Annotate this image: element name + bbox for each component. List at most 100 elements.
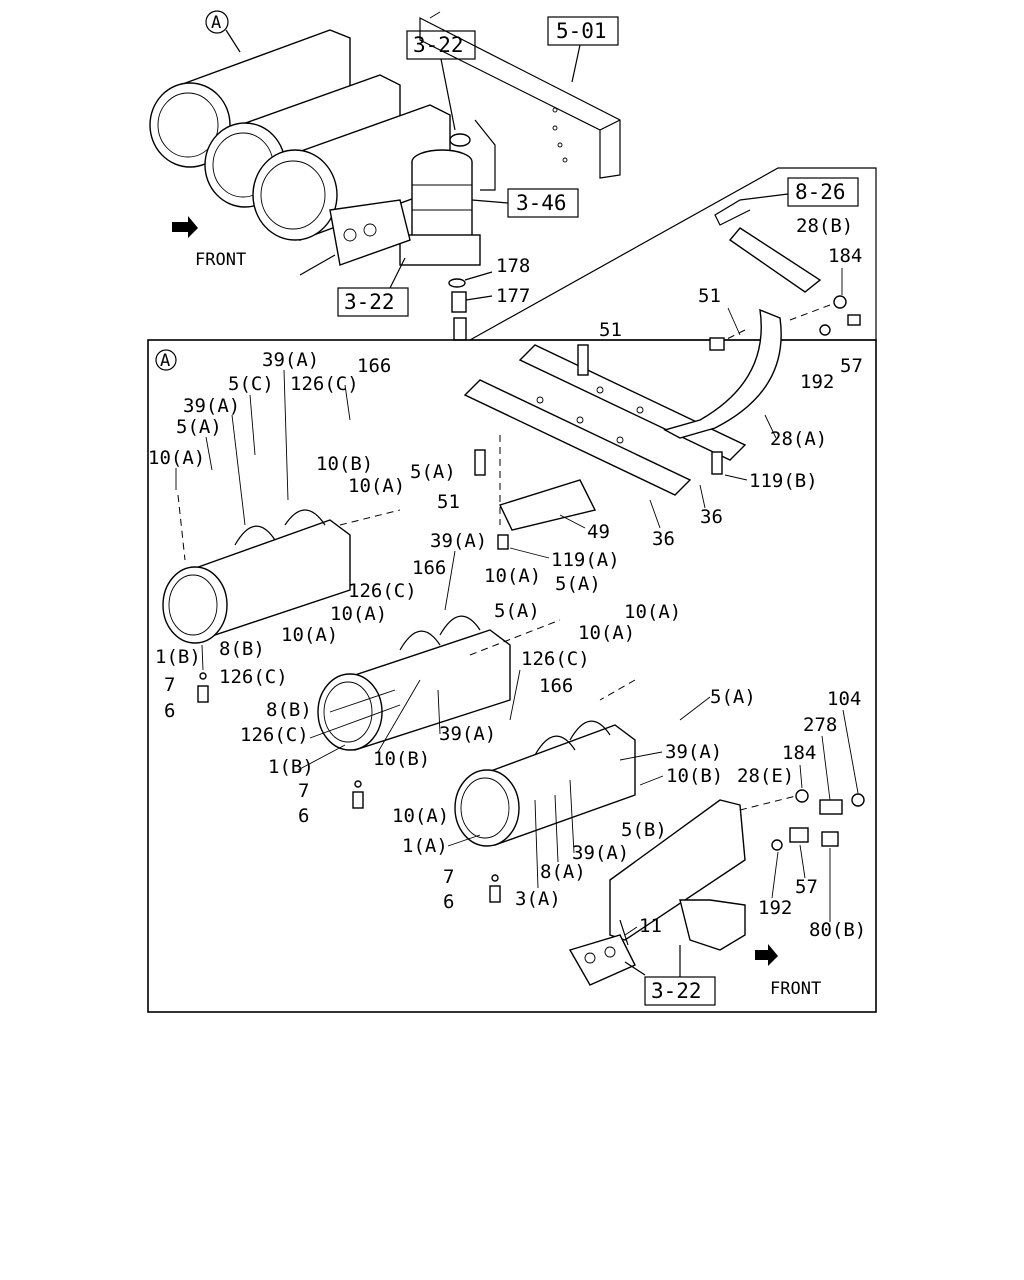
detail-labels: 39(A) 166 5(C) 126(C) 39(A) 5(A) 10(A) 1…: [148, 215, 866, 941]
label-10a-8: 10(A): [392, 805, 449, 827]
label-39a-4: 39(A): [439, 723, 496, 745]
air-dryer: [399, 149, 481, 266]
detail-assembly: A 8-26: [148, 177, 866, 1006]
label-1b-2: 1(B): [268, 756, 314, 778]
label-5a-3: 5(A): [555, 573, 601, 595]
detail-frame: [147, 339, 877, 1013]
ref-box-3-22-bottom: 3-22: [624, 945, 716, 1006]
label-80b: 80(B): [809, 919, 866, 941]
bracket-28e: [609, 799, 746, 941]
overview-front-arrow: FRONT: [172, 216, 246, 270]
label-36-2: 36: [652, 528, 675, 550]
label-5a-1: 5(A): [176, 416, 222, 438]
label-126c-4: 126(C): [521, 648, 590, 670]
label-10a-7: 10(A): [281, 624, 338, 646]
label-184-2: 184: [782, 742, 816, 764]
dash-leader: [739, 794, 801, 811]
label-10a-5: 10(A): [624, 601, 681, 623]
label-28e: 28(E): [737, 765, 794, 787]
label-166-3: 166: [539, 675, 573, 697]
label-39a-5: 39(A): [665, 741, 722, 763]
label-39a-2: 39(A): [183, 395, 240, 417]
overview-tank-3: [252, 104, 451, 241]
bracket-28a: [663, 308, 782, 439]
label-10a-1: 10(A): [148, 447, 205, 469]
label-104: 104: [827, 688, 861, 710]
label-6-2: 6: [298, 805, 309, 827]
label-5a-5: 5(A): [710, 686, 756, 708]
label-119b: 119(B): [749, 470, 818, 492]
label-3a: 3(A): [515, 888, 561, 910]
label-126c-1: 126(C): [290, 373, 359, 395]
dash-leader: [469, 619, 561, 656]
label-10a-3: 10(A): [484, 565, 541, 587]
label-5a-4: 5(A): [494, 600, 540, 622]
overview-part-177: 177: [451, 285, 530, 341]
chassis-rail: [419, 11, 621, 179]
label-192-1: 192: [800, 371, 834, 393]
hardware: [197, 295, 865, 903]
bracket-28b: [728, 227, 822, 293]
overview-circle-marker: A: [205, 10, 241, 53]
label-126c-3: 126(C): [219, 666, 288, 688]
overview-part-178: 178: [448, 255, 530, 288]
label-39a-1: 39(A): [262, 349, 319, 371]
label-8a: 8(A): [540, 861, 586, 883]
valve-11: [568, 919, 636, 986]
label-1a: 1(A): [402, 835, 448, 857]
detail-tank-1b-middle: [317, 615, 511, 751]
detail-circle-marker: A: [155, 349, 177, 371]
detail-tank-1a-lower: [454, 720, 636, 847]
dash-leader: [599, 679, 636, 701]
label-10a-4: 10(A): [330, 603, 387, 625]
dash-leader: [724, 329, 746, 341]
valve-block: [299, 199, 411, 276]
svg-text:3-22: 3-22: [651, 979, 702, 1003]
label-10b-2: 10(B): [373, 748, 430, 770]
label-278: 278: [803, 714, 837, 736]
label-1b-1: 1(B): [155, 646, 201, 668]
dash-leader: [339, 509, 401, 526]
label-11: 11: [639, 915, 662, 937]
ref-box-5-01: 5-01: [547, 16, 619, 83]
label-28a: 28(A): [770, 428, 827, 450]
label-10b-3: 10(B): [666, 765, 723, 787]
svg-text:3-22: 3-22: [344, 290, 395, 314]
svg-text:3-46: 3-46: [516, 191, 567, 215]
label-39a-6: 39(A): [572, 842, 629, 864]
ref-box-3-46: 3-46: [471, 188, 579, 218]
label-166-1: 166: [357, 355, 391, 377]
label-7-3: 7: [443, 866, 454, 888]
label-51-2: 51: [599, 319, 622, 341]
plate-49: [499, 479, 597, 531]
detail-tank-1b-upper: [162, 509, 351, 644]
svg-text:3-22: 3-22: [413, 33, 464, 57]
ref-box-3-22-mid: 3-22: [337, 257, 409, 317]
label-7-2: 7: [298, 780, 309, 802]
svg-text:A: A: [211, 13, 221, 33]
dryer-fitting: [449, 119, 496, 191]
label-10b-1: 10(B): [316, 453, 373, 475]
label-8b-1: 8(B): [219, 638, 265, 660]
label-51-3: 51: [437, 491, 460, 513]
svg-text:8-26: 8-26: [795, 180, 846, 204]
label-57-2: 57: [795, 876, 818, 898]
svg-text:177: 177: [496, 285, 530, 307]
label-192-2: 192: [758, 897, 792, 919]
label-10a-6: 10(A): [578, 622, 635, 644]
label-36-1: 36: [700, 506, 723, 528]
dash-leader: [177, 494, 186, 561]
label-51-1: 51: [698, 285, 721, 307]
overview-assembly: A: [149, 10, 621, 341]
label-184-1: 184: [828, 245, 862, 267]
ref-box-8-26: 8-26: [714, 177, 859, 226]
label-leaders: [175, 268, 859, 936]
label-5a-2: 5(A): [410, 461, 456, 483]
svg-text:178: 178: [496, 255, 530, 277]
label-57-1: 57: [840, 355, 863, 377]
svg-text:A: A: [160, 351, 170, 371]
detail-front-arrow: FRONT: [755, 944, 821, 999]
label-126c-5: 126(C): [240, 724, 309, 746]
svg-text:FRONT: FRONT: [195, 250, 246, 270]
